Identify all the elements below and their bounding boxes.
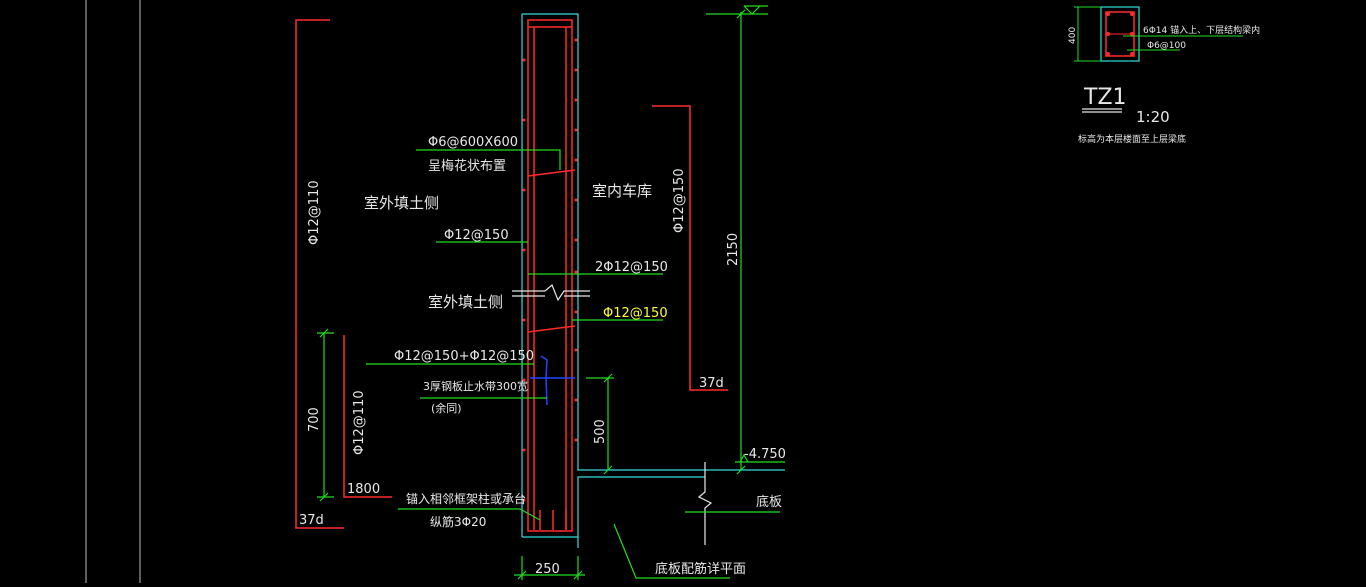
vert-outer-label: Φ12@150 [444,228,509,243]
horiz-double-label: 2Φ12@150 [595,260,668,275]
wall-rebar [527,19,576,532]
outdoor-fill-lower-label: 室外填土侧 [428,293,503,311]
tz1-stirrups: Φ6@100 [1147,41,1186,51]
right-bar-label: Φ12@150 [672,168,687,233]
rebar-dots [522,38,578,502]
anchor-note-label: 锚入相邻框架柱或承台 [406,491,526,506]
waterstop-plate [530,355,575,406]
length-1800-label: 1800 [347,482,380,497]
slab-break-symbol [697,462,713,545]
indoor-garage-label: 室内车库 [592,182,652,200]
tz1-section-detail: 400 6Φ14 锚入上、下层结构梁内 Φ6@100 TZ1 1:20 标高为本… [1068,6,1260,145]
dimension-lines [317,5,785,580]
dimension-500: 500 [593,419,608,444]
wall-outline [521,13,785,548]
leader-lines [366,149,780,579]
mesh-rebar-label: Φ6@600X600 [428,135,518,150]
waterstop-label: 3厚钢板止水带300宽 [423,379,528,393]
dimension-700: 700 [307,407,322,432]
tz1-note: 标高为本层楼面至上层梁底 [1078,133,1186,145]
anchor-37d-right: 37d [699,376,724,391]
left-bar-tall-label: Φ12@110 [307,180,322,245]
long-bars-label: 纵筋3Φ20 [430,514,486,529]
tz1-section-size: 400 [1068,27,1078,44]
anchor-37d-left: 37d [299,513,324,528]
tz1-bars-note: 6Φ14 锚入上、下层结构梁内 [1143,24,1260,36]
mesh-layout-label: 呈梅花状布置 [428,158,506,174]
waterstop-note: (余同) [431,401,462,415]
vert-inner-highlight-label: Φ12@150 [603,306,668,321]
left-bar-short-label: Φ12@110 [352,390,367,455]
dimension-250: 250 [535,562,560,577]
tz1-title: TZ1 [1083,85,1127,110]
right-anchor-bar [652,105,728,391]
elevation-label: -4.750 [744,447,786,462]
lower-outer-label: Φ12@150+Φ12@150 [394,349,534,364]
left-anchor-bars [295,19,392,529]
slab-label: 底板 [756,494,782,510]
dimension-2150: 2150 [726,233,741,266]
wall-break-symbol [512,283,590,302]
slab-rebar-label: 底板配筋详平面 [655,561,746,577]
outdoor-fill-upper-label: 室外填土侧 [364,194,439,212]
tz1-scale: 1:20 [1136,108,1170,126]
